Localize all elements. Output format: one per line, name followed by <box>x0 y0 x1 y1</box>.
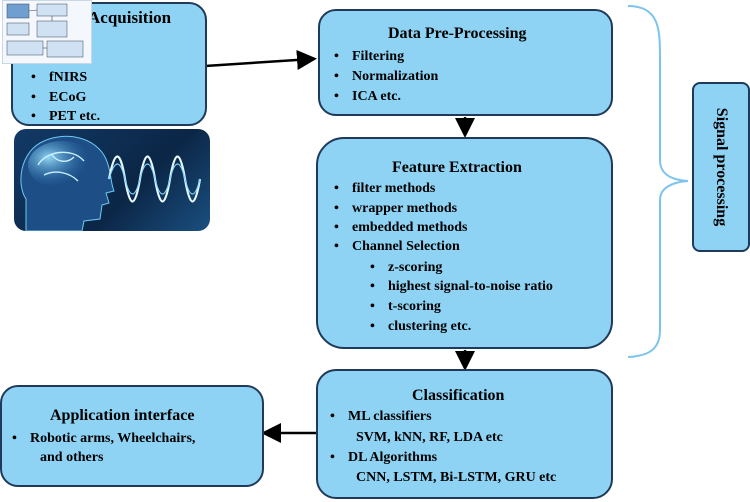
application-item-continuation: and others <box>40 450 104 465</box>
signal-processing-bracket <box>627 5 689 358</box>
channel-selection-subitem: •clustering etc. <box>370 319 472 334</box>
channel-selection-subitem: •highest signal-to-noise ratio <box>370 279 553 294</box>
arrow-acquisition-to-preprocessing <box>204 50 317 70</box>
channel-selection-subitem: •z-scoring <box>370 260 443 275</box>
signal-processing-label: Signal processing <box>713 107 730 227</box>
feature-extraction-title: Feature Extraction <box>392 159 522 176</box>
diagram-thumbnail-image <box>2 0 92 64</box>
channel-selection-subitem: •t-scoring <box>370 299 441 314</box>
feature-method-item: •embedded methods <box>334 220 468 235</box>
signal-processing-label-box: Signal processing <box>692 82 750 252</box>
brain-wave-image <box>14 129 210 231</box>
feature-extraction-box: Feature Extraction •filter methods •wrap… <box>316 137 613 349</box>
preprocessing-item: •Normalization <box>334 69 439 84</box>
brain-head-icon <box>20 135 202 231</box>
acquisition-item: •PET etc. <box>31 109 101 124</box>
feature-method-item: •filter methods <box>334 181 436 196</box>
application-item: •Robotic arms, Wheelchairs, <box>12 431 196 446</box>
feature-method-item: •wrapper methods <box>334 201 458 216</box>
feature-method-item: •Channel Selection <box>334 239 460 254</box>
preprocessing-item: •Filtering <box>334 49 405 64</box>
preprocessing-title: Data Pre-Processing <box>388 25 527 42</box>
classifier-group: •ML classifiers <box>330 409 432 424</box>
acquisition-title: Acquisition <box>88 8 172 27</box>
classifier-group: •DL Algorithms <box>330 450 438 465</box>
application-interface-box: Application interface •Robotic arms, Whe… <box>0 385 264 487</box>
preprocessing-box: Data Pre-Processing •Filtering •Normaliz… <box>318 9 613 116</box>
acquisition-item: •fNIRS <box>31 70 88 85</box>
preprocessing-item: •ICA etc. <box>334 89 401 104</box>
classification-box: Classification •ML classifiers SVM, kNN,… <box>316 369 613 499</box>
thumbnail-graphic <box>6 3 84 58</box>
acquisition-item: •ECoG <box>31 90 87 105</box>
classifier-detail: CNN, LSTM, Bi-LSTM, GRU etc <box>356 470 557 485</box>
classification-title: Classification <box>412 387 505 404</box>
application-title: Application interface <box>50 407 195 424</box>
classifier-detail: SVM, kNN, RF, LDA etc <box>356 430 503 445</box>
